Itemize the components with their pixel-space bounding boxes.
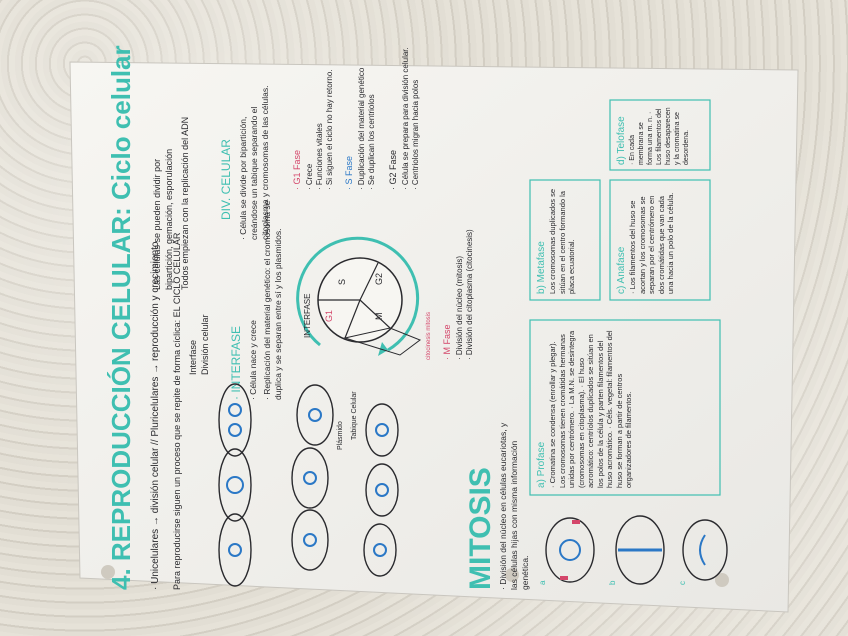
punch-hole	[715, 573, 729, 587]
metafase-label: b) Metafase	[536, 241, 547, 294]
sector-m: M	[374, 313, 384, 321]
telofase-text: · En cada membrana se forma una m. n. · …	[629, 107, 690, 165]
intro-line-3: Para reproducirse siguen un proceso que …	[172, 232, 182, 590]
division-heading: DIV. CELULAR	[219, 139, 233, 220]
intro-division: División celular	[200, 314, 210, 375]
m-heading: · M Fase	[442, 324, 452, 360]
bacteria-sketches	[218, 383, 399, 587]
g1-line-3: · Si siguen el ciclo no hay retorno.	[325, 69, 334, 190]
mitosis-def-box: · División del núcleo en células eucario…	[498, 422, 530, 590]
cell-cycle-diagram	[296, 236, 422, 356]
intro-line-1: · Unicelulares → división celular // Plu…	[150, 241, 161, 590]
sector-s: S	[337, 279, 347, 285]
anafase-text: · Los filamentos del huso se acortan y l…	[628, 192, 675, 294]
cell-letter-a: a	[538, 580, 547, 585]
interfase-p1: · Célula nace y crece	[248, 320, 258, 400]
profase-label: a) Profase	[536, 441, 547, 488]
intro-line-2a: Las células se pueden dividir por	[152, 159, 162, 290]
telofase-text-box: · En cada membrana se forma una m. n. · …	[629, 107, 690, 165]
division-p1: · Célula se divide por bipartición, creá…	[238, 85, 270, 240]
sector-g1: G1	[324, 310, 334, 322]
g1-line-1: · Crece	[305, 163, 314, 190]
intro-line-2b: bipartición, gemación, esporulación	[164, 149, 174, 290]
intro-line-4: Todos empiezan con la replicación del AD…	[180, 117, 190, 290]
interfase-heading: · INTERFASE	[229, 326, 243, 400]
profase-text: · Cromatina se condensa (enrollar y pleg…	[548, 330, 633, 488]
profase-box	[529, 319, 721, 496]
cycle-label: INTERFASE	[303, 294, 312, 338]
punch-hole	[505, 568, 519, 582]
s-line-1: · Duplicación del material genético	[357, 67, 366, 190]
g2-line-1: · Célula se prepara para división celula…	[401, 47, 410, 190]
g1-heading: · G1 Fase	[292, 150, 302, 190]
g2-heading: · G2 Fase	[388, 150, 398, 190]
punch-hole	[101, 565, 115, 579]
anafase-label: c) Anafase	[616, 246, 627, 294]
telofase-label: d) Telofase	[616, 116, 627, 165]
metafase-text-box: Los cromosomas duplicados se sitúan en e…	[548, 188, 576, 294]
page-title: 4. REPRODUCCIÓN CELULAR: Ciclo celular	[106, 45, 136, 590]
label-tabique: Tabique Celular	[351, 391, 358, 440]
g2-line-2: · Centriolos migran hacia polos	[411, 80, 420, 190]
s-heading: · S Fase	[344, 156, 354, 190]
m-line-1: · División del núcleo (mitosis)	[455, 256, 464, 360]
sector-g2: G2	[374, 273, 384, 285]
intro-interfase: Interfase	[188, 340, 198, 375]
mitosis-heading: MITOSIS	[464, 467, 497, 590]
telofase-box	[609, 99, 711, 171]
label-plasmido: Plásmido	[337, 421, 344, 450]
m-line-2: · División del citoplasma (citocinesis)	[465, 229, 474, 360]
metafase-text: Los cromosomas duplicados se sitúan en e…	[548, 188, 576, 294]
profase-text-box: · Cromatina se condensa (enrollar y pleg…	[548, 330, 633, 488]
s-line-2: · Se duplican los centriolos	[367, 94, 376, 190]
mitosis-cell-drawings	[545, 515, 728, 585]
metafase-box	[529, 179, 601, 301]
mitosis-def: · División del núcleo en células eucario…	[498, 422, 530, 590]
anafase-text-box: · Los filamentos del huso se acortan y l…	[628, 192, 675, 294]
cycle-note: citocinesis mitosis	[426, 312, 432, 360]
cell-letter-b: b	[608, 580, 617, 585]
g1-line-2: · Funciones vitales	[315, 123, 324, 190]
paper-sheet	[69, 61, 799, 613]
anafase-box	[609, 179, 711, 301]
cell-letter-c: c	[678, 581, 687, 585]
